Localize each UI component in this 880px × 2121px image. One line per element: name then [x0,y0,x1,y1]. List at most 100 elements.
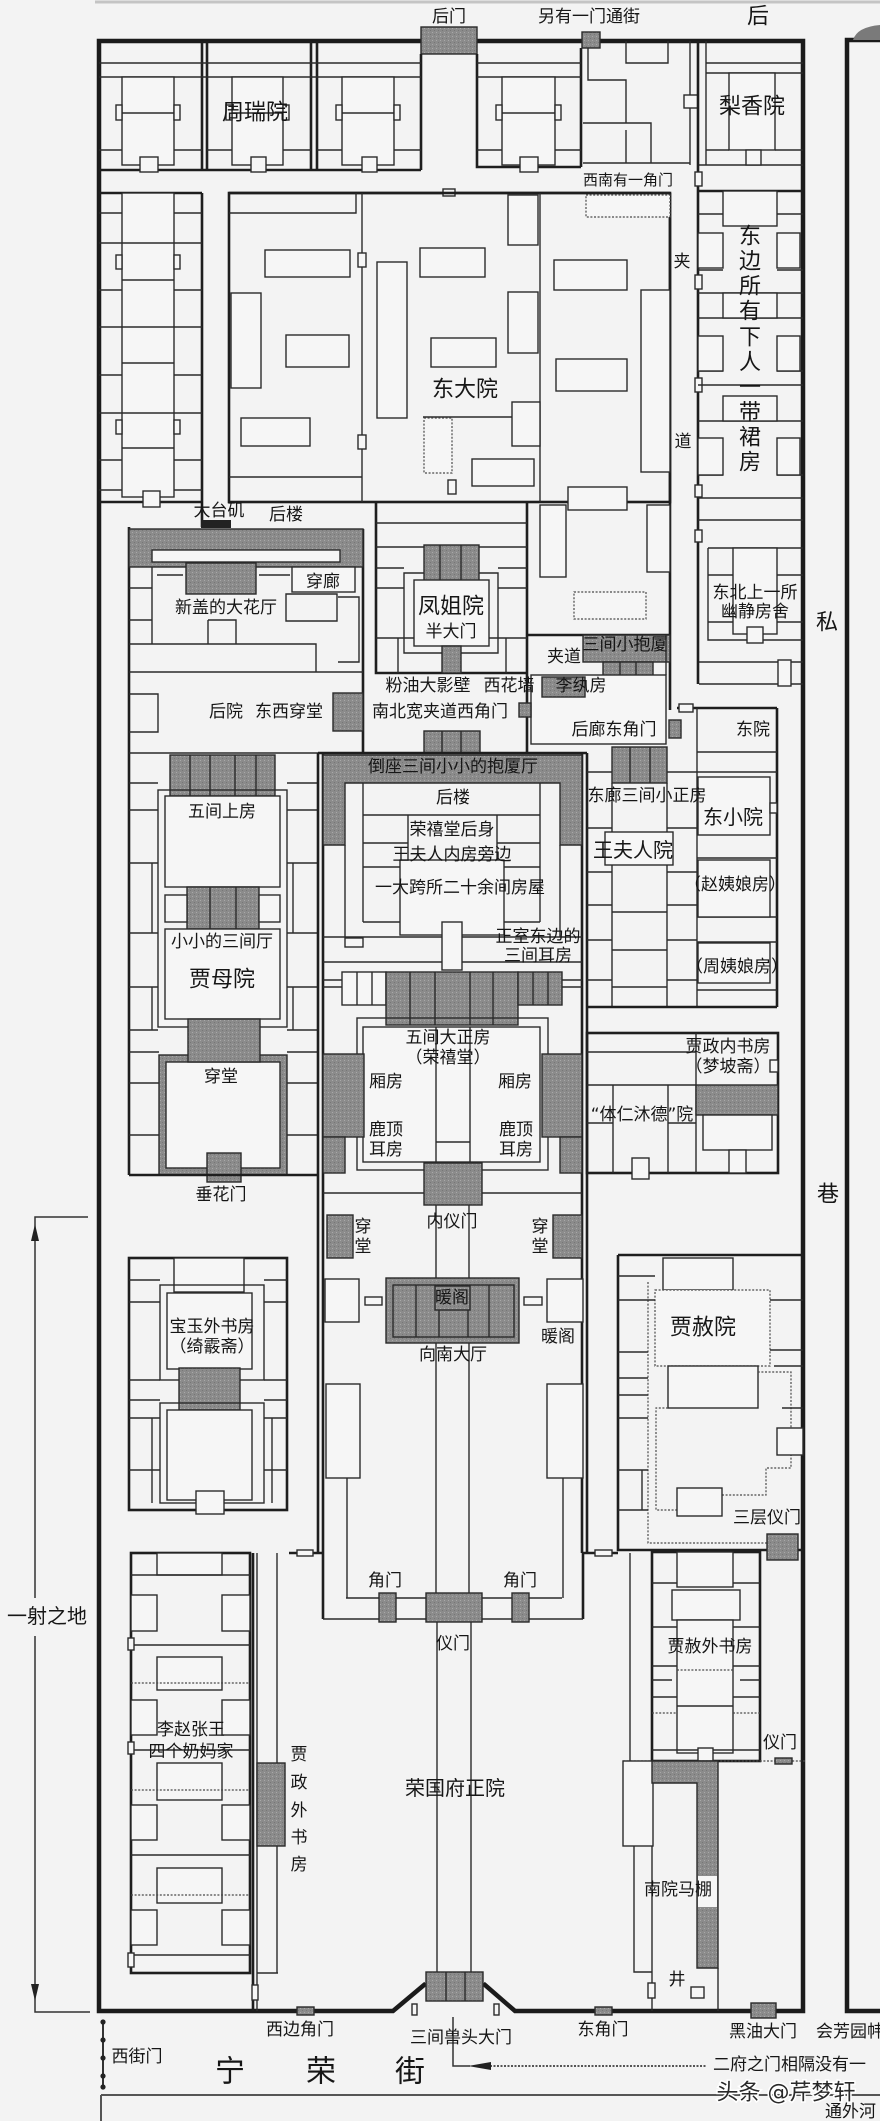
room-dividers [189,755,257,796]
concubine-zhou-room [697,942,771,984]
building [555,358,628,392]
label-nurses-line1: 李赵张王 [157,1720,225,1740]
nurse-house [156,1656,223,1691]
label-southwest-corner-gate: 西南有一角门 [583,171,673,189]
stable-door [647,1982,656,1999]
jia-she-room [776,1427,804,1456]
inner-door [447,479,457,495]
label-back-gate: 后门 [432,7,466,27]
jia-she-main-court [654,1289,771,1367]
label-stables: 南院马棚 [644,1880,712,1900]
study-hall [695,1084,779,1116]
label-warm-room-east: 暖阁 [541,1327,575,1347]
three-room-hall [186,886,260,930]
label-lane-si: 私 [816,611,838,636]
stable-opening [698,1876,717,1907]
east-small-yard [697,776,771,836]
central-passage [441,921,463,971]
nurse-side [130,1804,158,1841]
east-grand-yard-block [227,191,672,511]
five-bay-main-hall [385,971,519,1026]
label-west-side-corner-gate: 西边角门 [266,2020,334,2040]
small-side-box [344,937,364,948]
building [553,259,628,291]
label-back-street: 后 [747,5,769,30]
building [507,194,539,246]
study-dotted [652,1669,760,1714]
outer-walls [96,25,880,2121]
label-east-small-yard: 东小院 [703,805,763,829]
gate-post [493,2003,500,2016]
label-jia-she-yard: 贾赦院 [670,1316,736,1341]
passage-door [694,171,703,187]
east-ear-rooms [517,971,563,1006]
label-outer-river: 通外河 [825,2102,876,2121]
building [285,334,350,368]
arrowhead-left-icon [468,2062,491,2070]
east-yard-lines [696,708,777,753]
label-pass-hall-right-1: 穿 [532,1217,549,1237]
side-door [495,104,503,121]
label-new-flower-hall: 新盖的大花厅 [175,598,277,618]
south-yard-stables [651,1760,719,1969]
label-main-hall-name: （荣禧堂） [406,1048,491,1068]
nurse-side [130,1909,158,1946]
label-servant-quarters-char: 所 [739,275,761,300]
building [423,417,453,474]
servant-room [722,292,778,319]
nurse-house [156,1762,223,1801]
servant-room [776,232,801,269]
label-servant-quarters-char: 房 [739,451,761,476]
wang-furen-house [604,831,674,866]
building [264,249,351,278]
label-outer-study-char: 政 [291,1773,308,1793]
jia-she-front-room [662,1257,734,1291]
passage-door [694,529,703,543]
east-pass-hall [552,1214,583,1259]
quiet-house [732,547,778,635]
building [376,261,408,419]
courtyard-door [519,156,539,173]
nurses-lines [131,1574,250,1956]
side-street-gate [581,31,601,49]
label-east-of-main: 正室东边的 [496,927,581,947]
side-door [769,802,778,814]
label-outer-study-char: 外 [291,1801,308,1821]
mansion-outer-wall [96,38,806,2014]
nurses-door [127,1637,135,1651]
jia-zheng-inner-study-block [585,1031,780,1180]
quiet-house-door [746,626,764,644]
courtyard-house [231,76,284,166]
half-gate [441,645,462,674]
study-lines [652,1582,760,1751]
label-side-gate: 另有一门通街 [538,7,640,27]
room-dividers [441,731,462,753]
label-wing-right: 厢房 [498,1072,532,1092]
courtyard-door [139,156,159,173]
label-inner-ceremonial-gate: 内仪门 [427,1212,478,1232]
side-door [393,104,401,121]
label-servant-quarters-char: 边 [739,250,761,275]
li-wan-room [541,676,586,698]
courtyard-house [501,76,556,166]
side-room [164,894,188,923]
jia-she-side-lines [618,1275,803,1511]
gate-post [411,2003,418,2016]
label-east-west-pass-hall: 东西穿堂 [255,702,323,722]
label-east-corner-gate: 东角门 [578,2020,629,2040]
building [567,486,628,511]
south-gates [296,1971,777,2019]
label-huifang-garden-gate: 会芳园帏 [816,2022,880,2042]
inner-door [357,434,367,450]
study-rear-room [702,1114,773,1151]
fengjie-courtyard [413,579,490,647]
nurse-side [221,1594,251,1632]
label-servant-quarters-char: 人 [739,351,761,376]
baoyu-side-lines [129,1279,287,1503]
small-porch [582,634,671,663]
black-lacquer-gate [750,2002,777,2019]
west-row-houses [99,192,202,508]
great-steps [201,520,231,528]
gate-dividers [445,1972,466,2001]
